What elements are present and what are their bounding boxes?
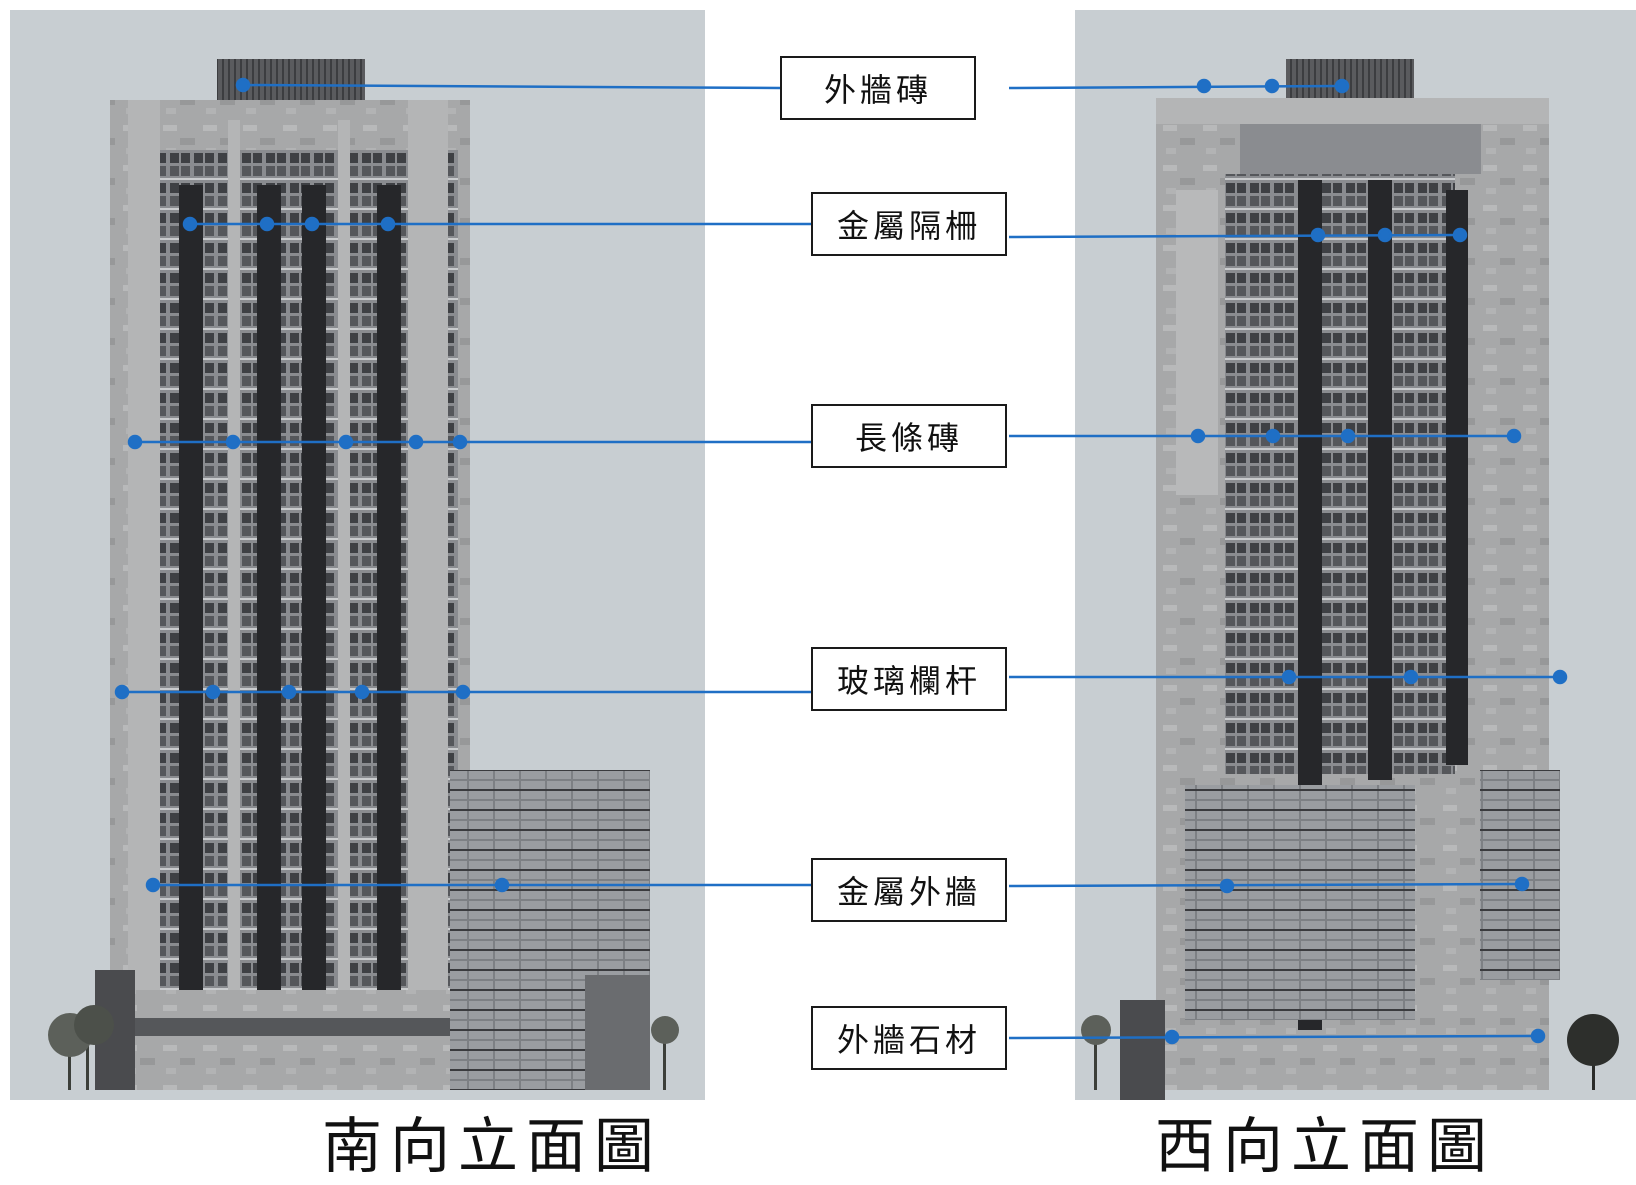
south-grille-3 (302, 185, 326, 990)
label-long-tile: 長條磚 (811, 404, 1007, 468)
west-tower-facade (1225, 174, 1455, 774)
label-metal-grille: 金屬隔柵 (811, 192, 1007, 256)
label-exterior-tile: 外牆磚 (780, 56, 976, 120)
south-podium-low (585, 975, 650, 1090)
south-pilaster-mid (228, 120, 240, 990)
label-text: 金屬隔柵 (836, 207, 981, 245)
west-roof-void (1240, 124, 1481, 174)
south-pilaster-right (408, 100, 448, 990)
south-grille-2 (257, 185, 281, 990)
south-grille-4 (377, 185, 401, 990)
south-pilaster-mid2 (338, 120, 350, 990)
west-grille-3 (1446, 190, 1468, 765)
caption-west-elevation: 西向立面圖 (1155, 1112, 1495, 1182)
west-rooftop-tile (1286, 59, 1414, 99)
label-metal-wall: 金屬外牆 (811, 858, 1007, 922)
west-grille-2 (1368, 180, 1392, 780)
label-text: 外牆石材 (836, 1021, 981, 1059)
leader-lines (114, 77, 1568, 1045)
leader-dot (235, 77, 251, 93)
west-podium-glass (1185, 785, 1415, 1020)
south-grille-1 (179, 185, 203, 990)
south-tree-right (651, 1016, 679, 1090)
west-podium-right (1480, 770, 1560, 980)
west-base (1120, 1000, 1165, 1100)
label-glass-railing: 玻璃欄杆 (811, 647, 1007, 711)
west-side-column (1176, 190, 1218, 495)
label-text: 外牆磚 (823, 71, 932, 109)
label-text: 玻璃欄杆 (836, 662, 981, 700)
south-base-band (132, 1018, 450, 1036)
label-text: 長條磚 (854, 419, 963, 457)
west-tree-right (1567, 1014, 1619, 1090)
label-text: 金屬外牆 (836, 873, 981, 911)
south-tree-left (48, 1005, 114, 1090)
label-stone-wall: 外牆石材 (811, 1006, 1007, 1070)
south-elevation (10, 10, 705, 1100)
caption-south-elevation: 南向立面圖 (322, 1112, 662, 1182)
south-pilaster-left (128, 100, 160, 990)
west-roof-band (1156, 98, 1549, 124)
west-elevation (1075, 10, 1636, 1100)
